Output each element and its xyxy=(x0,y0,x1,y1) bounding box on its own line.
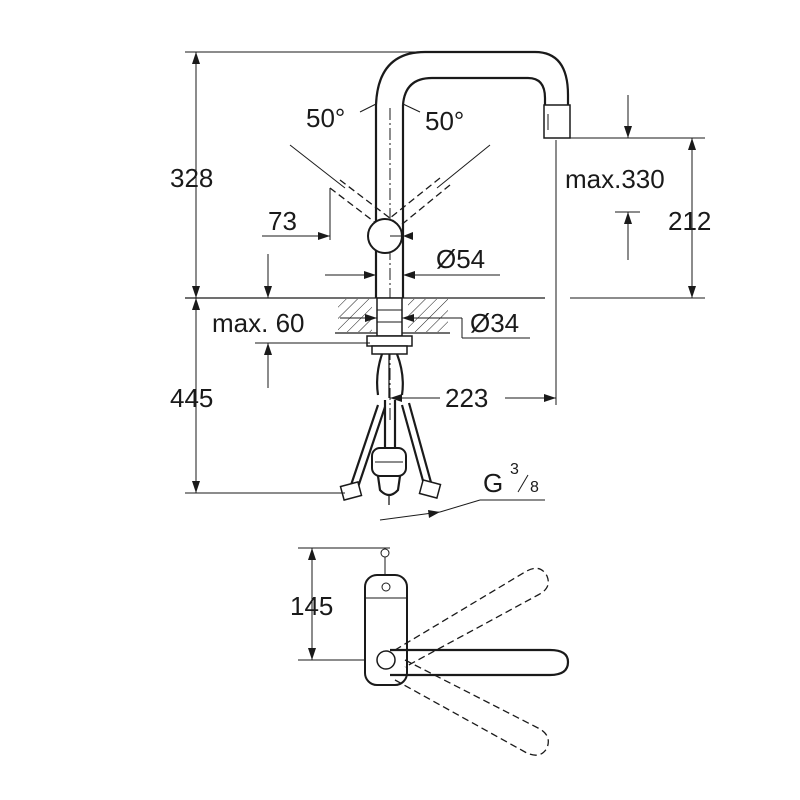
faucet-body xyxy=(329,50,571,420)
top-view-base xyxy=(364,574,408,686)
top-view xyxy=(298,547,570,756)
thread-numerator: 3 xyxy=(510,461,519,478)
offset-label: 73 xyxy=(268,206,297,236)
height-spout-label: 212 xyxy=(668,206,711,236)
diameter-hole-label: Ø34 xyxy=(470,308,519,338)
angle-right-label: 50° xyxy=(425,106,464,136)
max-spout-label: max.330 xyxy=(565,164,665,194)
dimension-lines xyxy=(185,51,705,521)
height-bottom-label: 445 xyxy=(170,383,213,413)
diameter-body-label: Ø54 xyxy=(436,244,485,274)
reach-label: 223 xyxy=(445,383,488,413)
thread-denominator: 8 xyxy=(530,479,539,496)
max-thickness-label: max. 60 xyxy=(212,308,305,338)
height-top-label: 328 xyxy=(170,163,213,193)
thread-label: G xyxy=(483,468,503,498)
mounting-nut xyxy=(366,335,413,347)
angle-left-label: 50° xyxy=(306,103,345,133)
dimension-labels: 328 50° 50° 73 Ø54 max. 60 Ø34 445 223 m… xyxy=(170,103,711,621)
shank xyxy=(376,297,403,337)
supply-hoses xyxy=(339,400,442,505)
